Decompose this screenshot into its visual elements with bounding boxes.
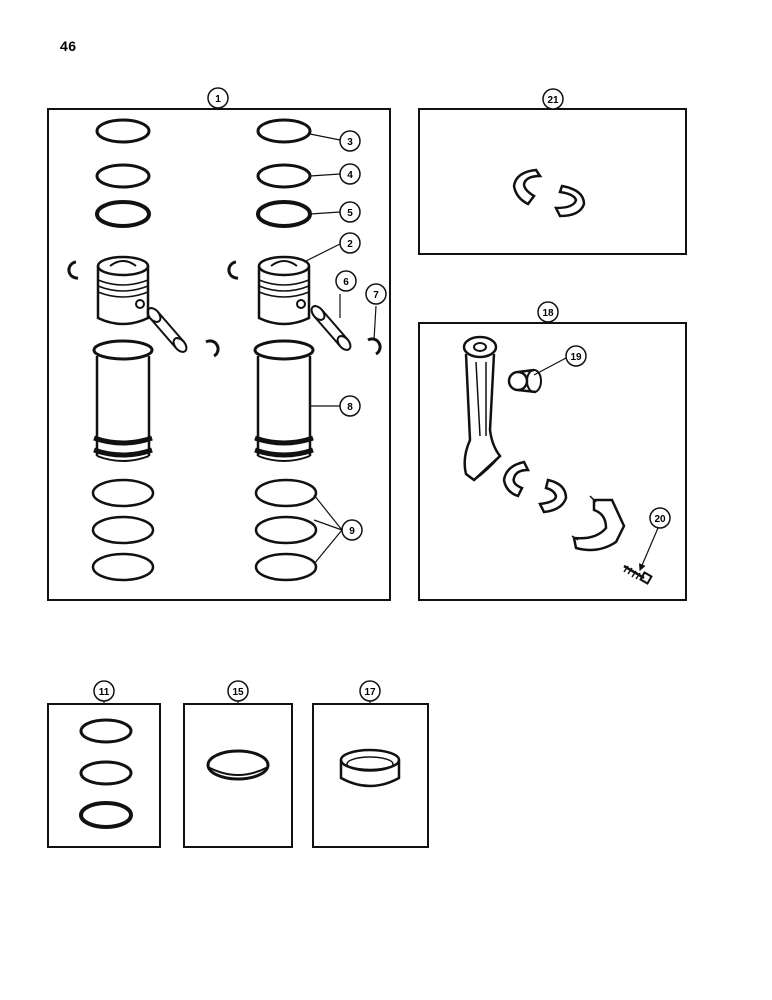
svg-text:20: 20: [654, 514, 666, 525]
rod-bearing-shells: [502, 460, 568, 514]
piston-pin-right: [310, 305, 352, 351]
cylinder-sleeve-left: [92, 339, 154, 462]
svg-text:7: 7: [373, 290, 379, 301]
seal-rings-left: [91, 478, 155, 582]
svg-text:21: 21: [547, 95, 559, 106]
svg-text:8: 8: [347, 402, 353, 413]
svg-text:15: 15: [232, 687, 244, 698]
piston-pin-left: [146, 307, 188, 353]
svg-text:5: 5: [347, 208, 353, 219]
kit-21-frame: [418, 108, 687, 255]
svg-text:19: 19: [570, 352, 582, 363]
callout-9: 9: [341, 519, 363, 541]
svg-text:6: 6: [343, 277, 349, 288]
callout-stems: [103, 108, 549, 704]
snap-rings: [67, 260, 382, 358]
kit-18-group: [418, 322, 687, 601]
callout-2: 2: [339, 232, 361, 254]
kit-18-frame: [418, 322, 687, 601]
leader-lines-kit-1: [303, 133, 377, 565]
cylinder-sleeve-right: [253, 339, 315, 462]
leader-lines-kit-18: [533, 357, 659, 572]
piston-rings-left: [95, 118, 151, 228]
piston-rings-right: [256, 118, 312, 228]
callout-4: 4: [339, 163, 361, 185]
piston-right: [257, 255, 311, 326]
kit-1-group: [47, 108, 391, 601]
callout-21: 21: [542, 88, 564, 110]
kit-1-frame: [47, 108, 391, 601]
main-bearing-shells: [512, 168, 586, 218]
kit-15-group: [183, 703, 293, 848]
piston-left: [96, 255, 150, 326]
callout-5: 5: [339, 201, 361, 223]
callout-15: 15: [227, 680, 249, 702]
connecting-rod: [462, 335, 502, 482]
svg-text:17: 17: [364, 687, 376, 698]
rod-bolt: [623, 564, 653, 585]
svg-text:3: 3: [347, 137, 353, 148]
rod-cap: [571, 495, 626, 552]
page-number: 46: [60, 38, 77, 54]
callout-1: 1: [207, 87, 229, 109]
kit-17-group: [312, 703, 429, 848]
bushing: [507, 368, 542, 394]
callout-7: 7: [365, 283, 387, 305]
svg-text:1: 1: [215, 94, 221, 105]
kit-21-group: [418, 108, 687, 255]
callout-20: 20: [649, 507, 671, 529]
svg-text:4: 4: [347, 170, 353, 181]
callout-19: 19: [565, 345, 587, 367]
svg-text:18: 18: [542, 308, 554, 319]
svg-text:11: 11: [99, 687, 110, 698]
callout-17: 17: [359, 680, 381, 702]
kit-17-frame: [312, 703, 429, 848]
callout-3: 3: [339, 130, 361, 152]
svg-text:2: 2: [347, 239, 353, 250]
callout-6: 6: [335, 270, 357, 292]
svg-text:9: 9: [349, 526, 355, 537]
seal-rings-right: [254, 478, 318, 582]
callout-11: 11: [93, 680, 115, 702]
callout-18: 18: [537, 301, 559, 323]
callout-8: 8: [339, 395, 361, 417]
kit-11-group: [47, 703, 161, 848]
